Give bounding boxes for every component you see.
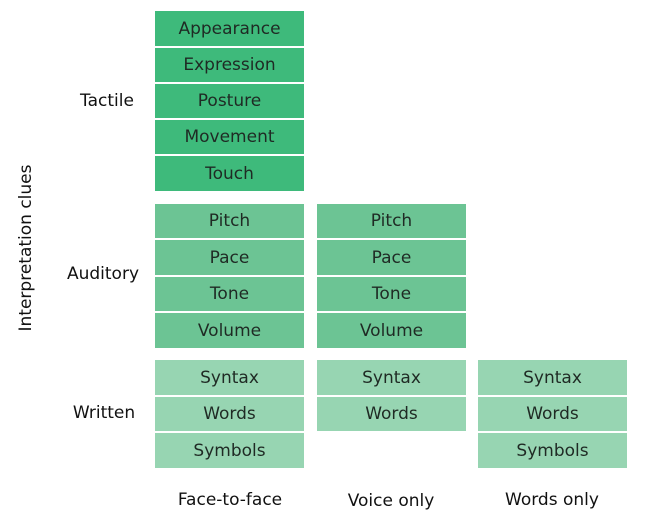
written-cell-syntax-face: Syntax [155, 360, 304, 395]
column-label-face-to-face: Face-to-face [177, 490, 283, 510]
auditory-cell-pace-voice: Pace [317, 240, 466, 275]
written-cell-words-voice: Words [317, 397, 466, 431]
auditory-cell-pitch-face: Pitch [155, 204, 304, 238]
row-label-auditory: Auditory [66, 264, 140, 284]
column-label-words-only: Words only [505, 490, 599, 510]
tactile-cell-expression: Expression [155, 48, 304, 82]
column-label-voice-only: Voice only [347, 491, 435, 511]
auditory-cell-pitch-voice: Pitch [317, 204, 466, 238]
written-cell-syntax-words: Syntax [478, 360, 627, 395]
tactile-cell-appearance: Appearance [155, 11, 304, 46]
tactile-cell-posture: Posture [155, 84, 304, 118]
auditory-cell-tone-voice: Tone [317, 277, 466, 311]
auditory-cell-volume-voice: Volume [317, 313, 466, 348]
written-cell-symbols-face: Symbols [155, 433, 304, 468]
written-cell-words-words: Words [478, 397, 627, 431]
tactile-cell-touch: Touch [155, 156, 304, 191]
tactile-cell-movement: Movement [155, 120, 304, 154]
auditory-cell-tone-face: Tone [155, 277, 304, 311]
written-cell-words-face: Words [155, 397, 304, 431]
written-cell-symbols-words: Symbols [478, 433, 627, 468]
written-cell-syntax-voice: Syntax [317, 360, 466, 395]
row-label-written: Written [72, 403, 136, 423]
auditory-cell-pace-face: Pace [155, 240, 304, 275]
axis-label-interpretation-clues: Interpretation clues [16, 164, 36, 332]
auditory-cell-volume-face: Volume [155, 313, 304, 348]
row-label-tactile: Tactile [80, 91, 134, 111]
